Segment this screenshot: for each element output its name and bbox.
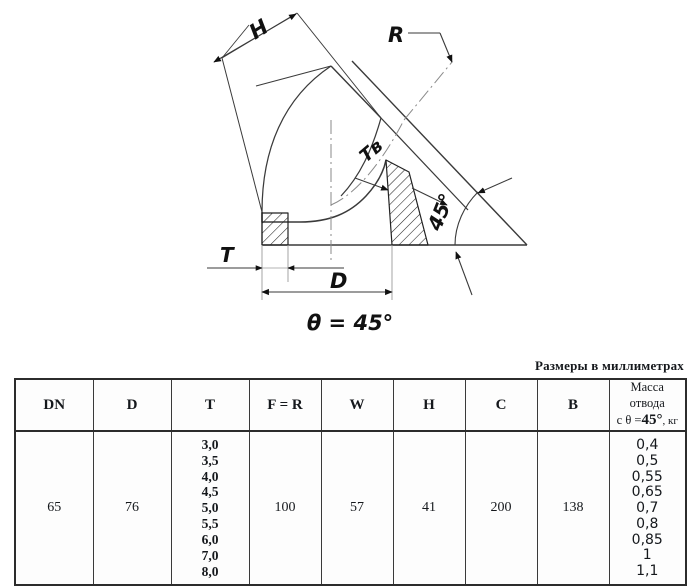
- cell-f-r: 100: [248, 430, 322, 586]
- t-value-4: 5,0: [201, 500, 219, 516]
- mass-value-3: 0,65: [631, 484, 663, 501]
- technical-drawing: H R Tв 45° T D θ = 45°: [207, 12, 528, 335]
- mass-value-0: 0,4: [636, 437, 659, 453]
- column-header-w: W: [320, 378, 394, 432]
- mass-header-prefix: с θ =: [616, 413, 642, 428]
- cell-dn: 65: [14, 430, 94, 586]
- mass-header-suffix: , кг: [662, 415, 678, 428]
- t-value-8: 8,0: [201, 563, 219, 579]
- specification-table: DN D T F = R W H C B Масса отвода с θ =4…: [14, 378, 687, 586]
- specification-table-container: DN D T F = R W H C B Масса отвода с θ =4…: [14, 378, 687, 586]
- mass-header-angle: 45°: [641, 412, 663, 429]
- column-header-d: D: [92, 378, 172, 432]
- t-value-1: 3,5: [201, 452, 219, 468]
- elbow-drawing-svg: H R Tв 45° T D θ = 45°: [207, 12, 528, 335]
- t-value-6: 6,0: [201, 531, 219, 547]
- mass-value-7: 1: [642, 547, 652, 564]
- column-header-mass: Масса отвода с θ =45°, кг: [608, 378, 687, 432]
- mass-value-6: 0,85: [631, 531, 663, 548]
- label-t-inner: Tв: [356, 136, 388, 167]
- t-value-7: 7,0: [201, 547, 219, 563]
- cell-b: 138: [536, 430, 610, 586]
- mass-value-8: 1,1: [636, 563, 659, 579]
- column-header-c: C: [464, 378, 538, 432]
- column-header-t: T: [170, 378, 250, 432]
- label-t: T: [220, 243, 235, 267]
- mass-header-line1: Масса отвода: [629, 380, 665, 410]
- mass-header-line2: с θ =45°, кг: [612, 411, 684, 430]
- column-header-f-r: F = R: [248, 378, 322, 432]
- units-note: Размеры в миллиметрах: [534, 358, 684, 373]
- cell-d: 76: [92, 430, 172, 586]
- drawing-caption: θ = 45°: [307, 311, 393, 335]
- label-r: R: [388, 23, 404, 47]
- cell-h: 41: [392, 430, 466, 586]
- table-header-row: DN D T F = R W H C B Масса отвода с θ =4…: [14, 378, 687, 432]
- t-value-0: 3,0: [201, 437, 219, 452]
- mass-value-4: 0,7: [636, 500, 659, 516]
- t-value-5: 5,5: [201, 516, 219, 532]
- label-d: D: [330, 269, 347, 293]
- cell-w: 57: [320, 430, 394, 586]
- mass-value-1: 0,5: [636, 452, 659, 469]
- column-header-dn: DN: [14, 378, 94, 432]
- label-angle-45: 45°: [422, 190, 459, 235]
- label-h: H: [245, 14, 273, 44]
- t-value-2: 4,0: [201, 468, 219, 484]
- column-header-h: H: [392, 378, 466, 432]
- t-value-3: 4,5: [201, 484, 219, 500]
- cell-c: 200: [464, 430, 538, 586]
- column-header-b: B: [536, 378, 610, 432]
- mass-value-5: 0,8: [636, 515, 659, 532]
- mass-value-2: 0,55: [631, 468, 663, 485]
